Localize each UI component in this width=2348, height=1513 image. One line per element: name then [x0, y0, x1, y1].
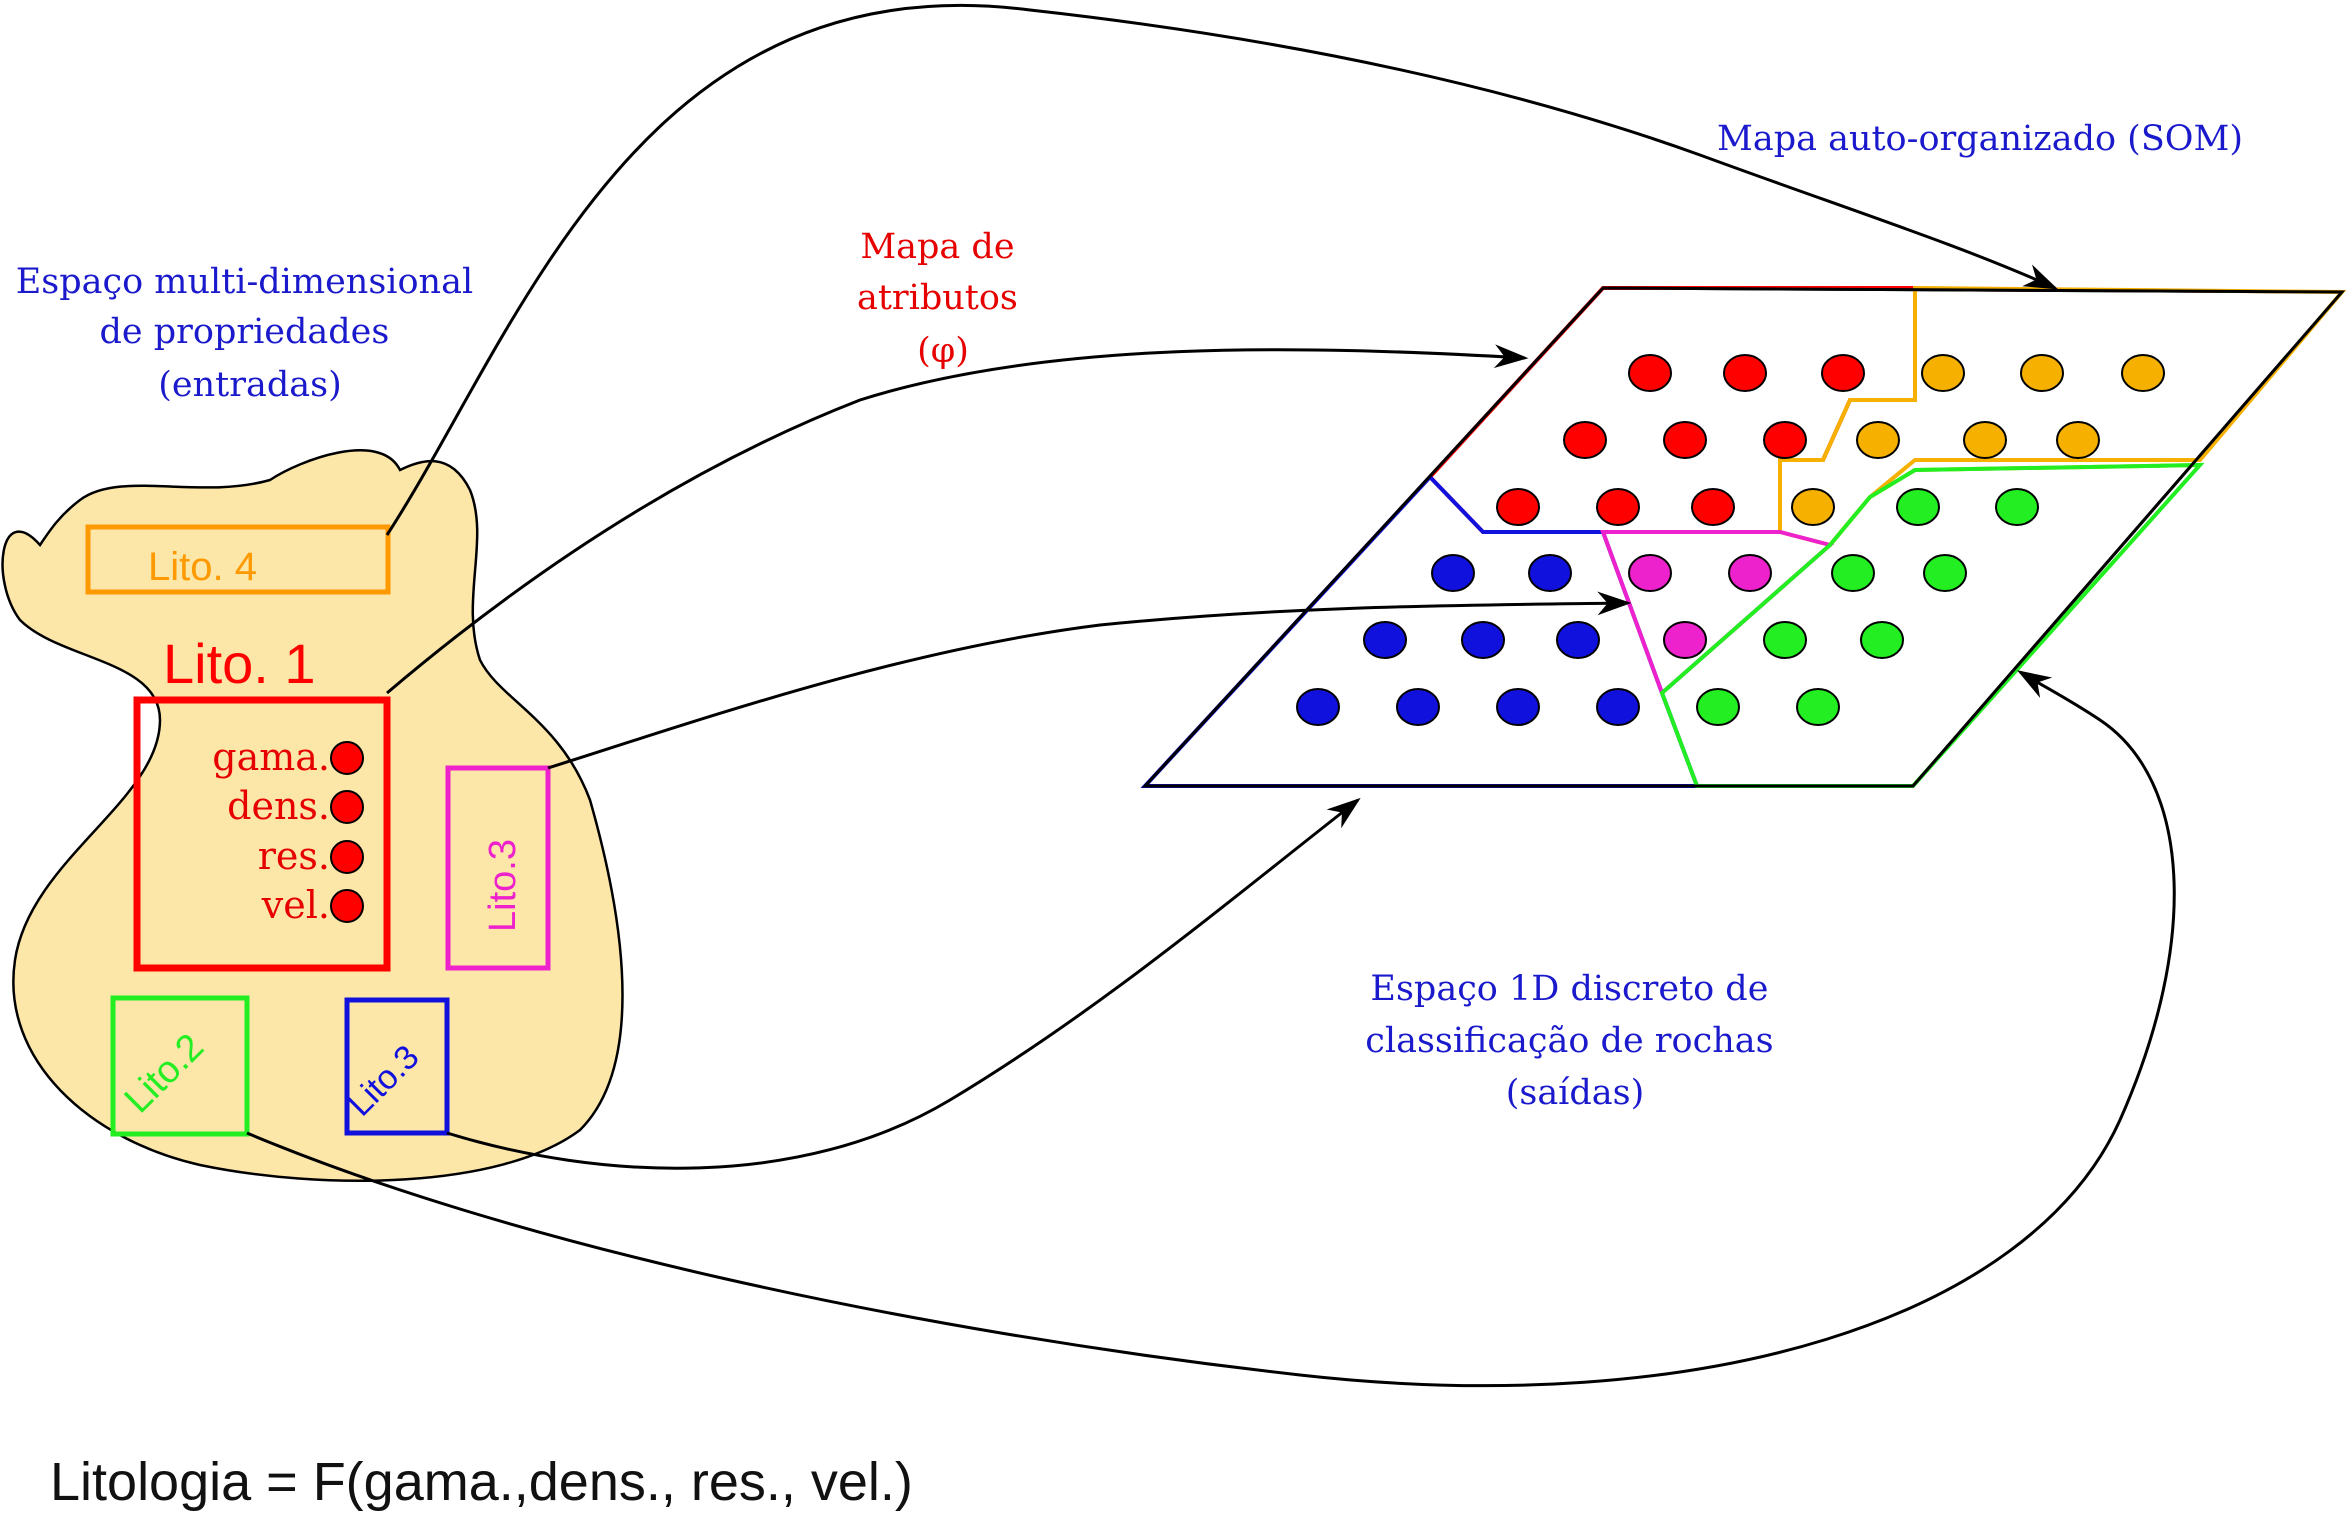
- som-node-green: [1896, 488, 1940, 526]
- property-list: gama. dens. res. vel.: [212, 735, 364, 927]
- lito4-box: [85, 524, 391, 595]
- property-dot: [330, 840, 364, 874]
- som-node-red: [1723, 354, 1767, 392]
- som-node-blue: [1596, 688, 1640, 726]
- som-node-orange: [2020, 354, 2064, 392]
- property-dot: [330, 889, 364, 923]
- property-label: gama.: [212, 735, 330, 779]
- arrow-lito4-to-som: [385, 3, 2059, 536]
- som-node-red: [1628, 354, 1672, 392]
- lito1-box: [133, 696, 391, 972]
- arrow-lito2-to-som: [246, 670, 2176, 1388]
- som-node-red: [1563, 421, 1607, 459]
- som-node-blue: [1496, 688, 1540, 726]
- som-node-magenta: [1663, 621, 1707, 659]
- arrow-lito3-pink-to-som: [547, 591, 1632, 770]
- som-node-orange: [1791, 488, 1835, 526]
- input-space-label: Espaço multi-dimensional de propriedades…: [16, 262, 485, 405]
- som-map: [1140, 285, 2347, 788]
- lito2-box: [110, 995, 250, 1137]
- arrow-lito3-blue-to-som: [446, 797, 1361, 1170]
- som-node-magenta: [1728, 554, 1772, 592]
- output-space-label: Espaço 1D discreto de classificação de r…: [1365, 969, 1784, 1113]
- som-node-red: [1596, 488, 1640, 526]
- som-node-blue: [1431, 554, 1475, 592]
- som-node-green: [1796, 688, 1840, 726]
- som-node-blue: [1296, 688, 1340, 726]
- lito4-label: Lito. 4: [148, 545, 257, 589]
- property-label: dens.: [227, 784, 330, 828]
- som-node-red: [1691, 488, 1735, 526]
- lito3-pink-label: Lito.3: [482, 839, 524, 932]
- som-node-orange: [1856, 421, 1900, 459]
- som-node-red: [1663, 421, 1707, 459]
- som-node-red: [1496, 488, 1540, 526]
- property-label: vel.: [261, 883, 330, 927]
- som-node-green: [1696, 688, 1740, 726]
- som-node-magenta: [1628, 554, 1672, 592]
- property-label: res.: [258, 834, 330, 878]
- som-node-orange: [1963, 421, 2007, 459]
- som-node-blue: [1528, 554, 1572, 592]
- som-node-green: [1995, 488, 2039, 526]
- som-node-orange: [2056, 421, 2100, 459]
- lito3-blue-box: [344, 997, 450, 1136]
- som-node-green: [1831, 554, 1875, 592]
- som-node-red: [1763, 421, 1807, 459]
- som-green-region-border: [1659, 462, 2205, 788]
- formula: Litologia = F(gama.,dens., res., vel.): [50, 1452, 913, 1512]
- som-node-blue: [1363, 621, 1407, 659]
- som-node-blue: [1396, 688, 1440, 726]
- som-title-label: Mapa auto-organizado (SOM): [1717, 119, 2243, 159]
- attribute-map-label: Mapa de atributos (φ): [857, 227, 1029, 371]
- lito1-title: Lito. 1: [163, 632, 316, 695]
- som-node-green: [1860, 621, 1904, 659]
- som-node-grid: [1296, 354, 2165, 726]
- lito3-pink-box: [445, 765, 551, 971]
- som-node-blue: [1556, 621, 1600, 659]
- som-node-green: [1763, 621, 1807, 659]
- som-map-frame: [1141, 286, 2346, 788]
- arrow-lito1-to-som: [386, 344, 1529, 695]
- som-node-green: [1923, 554, 1967, 592]
- property-dot: [330, 741, 364, 775]
- som-node-orange: [1921, 354, 1965, 392]
- som-node-orange: [2121, 354, 2165, 392]
- som-node-blue: [1461, 621, 1505, 659]
- som-node-red: [1821, 354, 1865, 392]
- property-dot: [330, 790, 364, 824]
